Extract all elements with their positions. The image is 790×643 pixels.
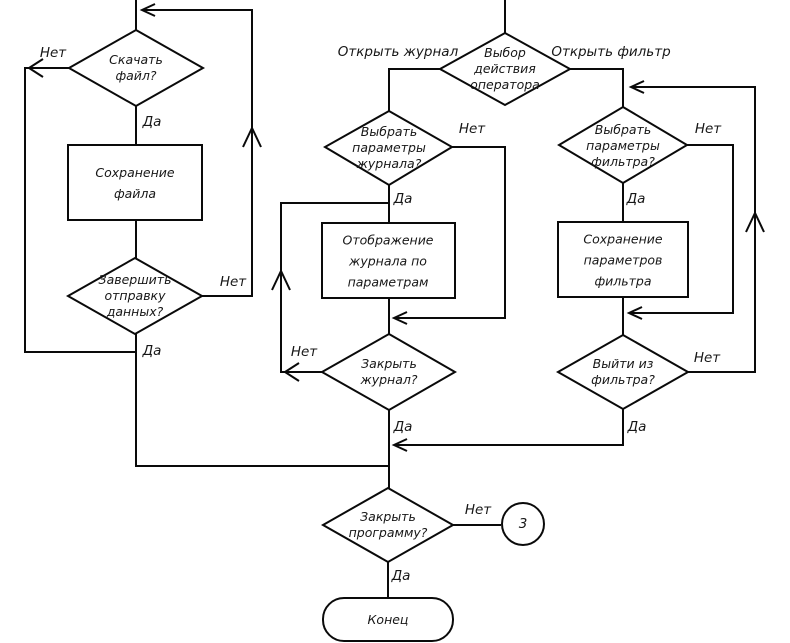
edge-label-exit-filter-yes: Да xyxy=(627,419,647,435)
edge-label-close-journal-no: Нет xyxy=(290,344,318,360)
decision-journal-params-shape xyxy=(323,109,454,187)
edge-label-download-file-yes: Да xyxy=(142,114,162,130)
left-arrow-icon xyxy=(283,362,300,382)
decision-exit-filter-shape xyxy=(555,333,691,411)
edge-label-filter-params-yes: Да xyxy=(626,191,646,207)
edge-label-journal-params-yes: Да xyxy=(393,191,413,207)
decision-close-program-label: Закрыть программу? xyxy=(348,509,428,540)
process-journal-display-label: Отображение журнала по параметрам xyxy=(342,232,434,290)
edge-label-filter-params-no: Нет xyxy=(694,121,722,137)
left-arrow-icon xyxy=(27,58,44,78)
decision-operator-action-shape xyxy=(437,31,573,107)
edge-open-journal xyxy=(388,68,440,111)
edge-label-journal-params-no: Нет xyxy=(458,121,486,137)
edge-exit-filter-no-loop xyxy=(628,80,756,373)
edge-open-filter xyxy=(570,68,624,107)
edge-label-close-journal-yes: Да xyxy=(393,419,413,435)
edge-label-open-journal: Открыть журнал xyxy=(337,44,459,60)
edge-finish-sending-no-loop xyxy=(139,3,253,297)
edge-close-journal-no-loop xyxy=(280,202,389,373)
edge-label-download-file-no: Нет xyxy=(39,45,67,61)
edge-journal-params-no xyxy=(391,146,506,325)
edge-download-file-no xyxy=(24,67,136,353)
connector-3-label: 3 xyxy=(518,516,528,532)
decision-filter-params-shape xyxy=(557,105,689,185)
edge-label-finish-sending-yes: Да xyxy=(142,343,162,359)
terminator-end-shape xyxy=(322,597,454,642)
edge-label-close-program-yes: Да xyxy=(391,568,411,584)
decision-exit-filter-label: Выйти из фильтра? xyxy=(591,356,655,387)
up-arrow-icon xyxy=(745,210,765,233)
decision-filter-params-label: Выбрать параметры фильтра? xyxy=(586,122,660,169)
edge-label-open-filter: Открыть фильтр xyxy=(551,44,671,60)
decision-journal-params-label: Выбрать параметры журнала? xyxy=(352,124,426,171)
decision-close-journal-shape xyxy=(319,332,458,412)
decision-finish-sending-shape xyxy=(65,256,205,336)
decision-operator-action-label: Выбор действия оператора xyxy=(470,45,540,92)
decision-download-file-label: Скачать файл? xyxy=(109,52,163,83)
terminator-end-label: Конец xyxy=(367,612,409,627)
connector-3-shape xyxy=(501,502,545,546)
process-save-filter-params-label: Сохранение параметров фильтра xyxy=(583,231,663,289)
decision-close-journal-label: Закрыть журнал? xyxy=(360,356,418,387)
decision-finish-sending-label: Завершить отправку данных? xyxy=(98,272,172,319)
process-save-file-label: Сохранение файла xyxy=(95,165,175,201)
up-arrow-icon xyxy=(271,268,291,291)
process-save-filter-params-shape xyxy=(557,221,689,298)
decision-close-program-shape xyxy=(320,486,456,564)
decision-download-file-shape xyxy=(66,28,206,108)
up-arrow-icon xyxy=(242,125,262,148)
process-journal-display-shape xyxy=(321,222,456,299)
edge-label-finish-sending-no: Нет xyxy=(219,274,247,290)
edge-label-close-program-no: Нет xyxy=(464,502,492,518)
edge-filter-params-no xyxy=(626,144,734,320)
process-save-file-shape xyxy=(67,144,203,221)
edge-label-exit-filter-no: Нет xyxy=(693,350,721,366)
edge-finish-sending-yes xyxy=(135,334,389,467)
edge-exit-filter-yes xyxy=(391,409,624,452)
